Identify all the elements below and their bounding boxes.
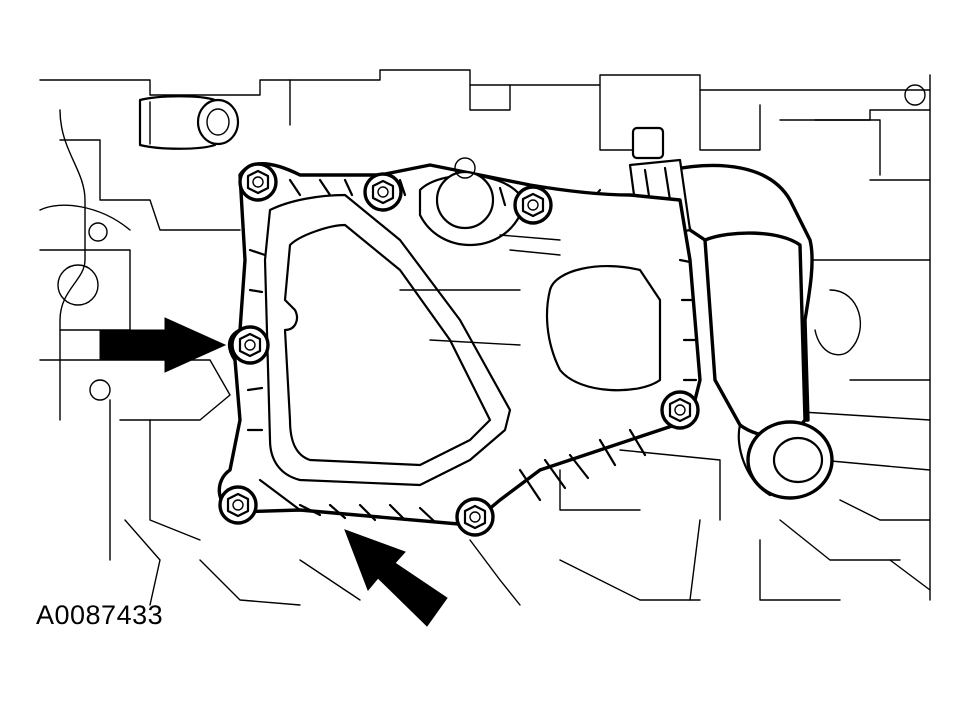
coolant-tube xyxy=(138,95,240,150)
bolt-top-right xyxy=(513,185,553,225)
bottom-arrow-icon xyxy=(344,529,448,627)
bolt-bottom-right xyxy=(455,497,495,537)
left-arrow-icon xyxy=(99,317,227,373)
bolt-top-mid xyxy=(363,172,403,212)
bolt-top-left xyxy=(238,162,278,202)
callout-arrows xyxy=(99,317,448,627)
figure-id-label: A0087433 xyxy=(36,600,164,630)
bolt-bottom-left xyxy=(218,485,258,525)
valve-cover xyxy=(217,157,702,527)
bolt-left xyxy=(230,325,270,365)
bolt-right xyxy=(660,390,700,430)
cover-bolts xyxy=(218,162,700,537)
